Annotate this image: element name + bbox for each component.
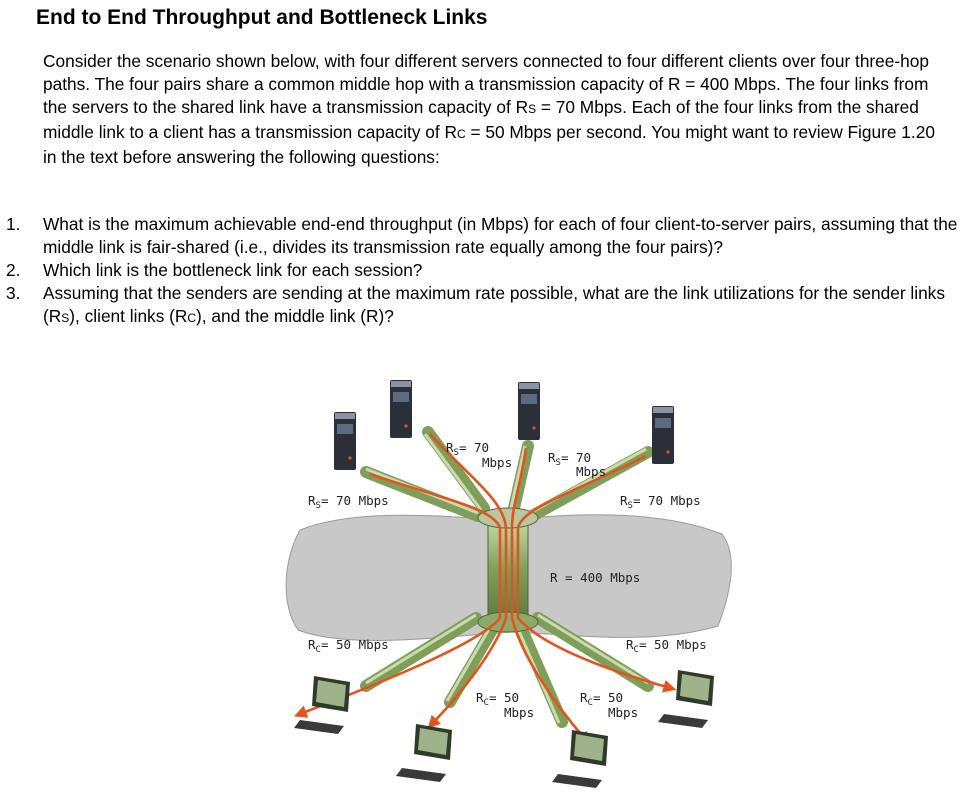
server-led <box>404 424 408 428</box>
monitor-glass <box>680 674 710 701</box>
intro-paragraph: Consider the scenario shown below, with … <box>43 50 948 169</box>
network-diagram: RS= 70 Mbps RS= 70 Mbps RS= 70 Mbps RS= … <box>270 368 740 795</box>
keyboard <box>396 768 446 782</box>
server-led <box>666 450 670 454</box>
server-top <box>519 383 539 389</box>
tube-highlight <box>423 433 483 511</box>
server-led <box>532 426 536 430</box>
intro-text-3: = 50 Mbps per second. You might want to … <box>43 122 935 167</box>
client-link-tube <box>444 624 498 708</box>
flow-arrow <box>293 472 502 718</box>
rc-label-right: RC= 50 Mbps <box>626 637 707 655</box>
tube-highlight <box>365 613 477 685</box>
monitor-glass <box>418 728 448 755</box>
client-link-tube <box>516 624 568 728</box>
tube-highlight <box>537 613 649 685</box>
rs-unit-top-right: Mbps <box>576 464 606 479</box>
flow-arrow <box>427 433 508 729</box>
monitor-glass <box>574 734 604 761</box>
rs-label-top-right: RS= 70 <box>548 450 591 468</box>
rc-label-bottom-left: RC= 50 <box>476 690 519 708</box>
client-links <box>360 612 654 728</box>
server-icon <box>334 412 356 470</box>
subscript-c: C <box>456 127 466 141</box>
question-item: 3. Assuming that the senders are sending… <box>0 282 960 330</box>
subscript-s: S <box>61 311 70 325</box>
q3-text-1: Assuming that the senders are sending at… <box>43 283 945 326</box>
rc-unit-bottom-right: Mbps <box>608 705 638 720</box>
tube-highlight <box>509 445 527 509</box>
rc-label-bottom-right: RC= 50 <box>580 690 623 708</box>
question-text: Assuming that the senders are sending at… <box>43 283 945 326</box>
server-top <box>391 381 411 387</box>
server-body <box>390 380 412 438</box>
computer-icon <box>396 724 452 782</box>
server-icon <box>518 382 540 440</box>
server-stripe <box>655 418 671 428</box>
flow-arrow <box>510 447 591 745</box>
server-stripe <box>393 392 409 402</box>
rs-unit-top-left: Mbps <box>482 455 512 470</box>
question-text: Which link is the bottleneck link for ea… <box>43 260 423 280</box>
subscript-s: S <box>528 102 537 116</box>
server-stripe <box>337 424 353 434</box>
client-link-tube <box>360 612 482 692</box>
question-number: 2. <box>6 260 21 280</box>
keyboard <box>552 774 602 788</box>
middle-link-top <box>477 507 539 529</box>
flow-arrow <box>516 454 677 693</box>
middle-label-bg <box>546 569 642 587</box>
server-link-tube <box>526 446 654 522</box>
computer-icon <box>294 676 350 734</box>
question-number: 3. <box>6 283 21 303</box>
keyboard <box>658 714 708 728</box>
rc-label-left: RC= 50 Mbps <box>308 637 389 655</box>
computer-icon <box>658 670 714 728</box>
middle-link <box>477 507 539 633</box>
server-top <box>653 407 673 413</box>
intro-text-1: Consider the scenario shown below, with … <box>43 51 929 117</box>
server-icon <box>652 406 674 464</box>
subscript-c: C <box>187 311 197 325</box>
server-body <box>518 382 540 440</box>
q3-text-2: ), client links (R <box>69 306 188 326</box>
server-stripe <box>521 394 537 404</box>
server-body <box>334 412 356 470</box>
computer-icon <box>552 730 608 788</box>
question-list: 1. What is the maximum achievable end-en… <box>0 213 960 330</box>
monitor-glass <box>316 680 346 707</box>
question-number: 1. <box>6 214 21 234</box>
middle-link-body <box>487 517 529 623</box>
question-item: 2. Which link is the bottleneck link for… <box>0 259 960 282</box>
q3-text-3: ), and the middle link (R)? <box>196 306 394 326</box>
server-top <box>335 413 355 419</box>
tube-highlight <box>445 628 491 702</box>
flow-arrows <box>293 433 677 745</box>
question-item: 1. What is the maximum achievable end-en… <box>0 213 960 259</box>
page-title: End to End Throughput and Bottleneck Lin… <box>36 6 488 29</box>
rs-label-left: RS= 70 Mbps <box>308 493 389 511</box>
rs-label-top-left: RS= 70 <box>446 440 489 458</box>
middle-link-bottom <box>477 611 539 633</box>
rs-label-right: RS= 70 Mbps <box>620 493 701 511</box>
server-body <box>652 406 674 464</box>
question-text: What is the maximum achievable end-end t… <box>43 214 958 257</box>
server-led <box>348 456 352 460</box>
intro-text-2: = 70 Mbps. Each of the four links from t… <box>43 97 919 142</box>
rc-unit-bottom-left: Mbps <box>504 705 534 720</box>
keyboard <box>294 720 344 734</box>
server-icon <box>390 380 412 438</box>
server-link-tube <box>422 426 490 514</box>
middle-link-label: R = 400 Mbps <box>550 570 640 585</box>
